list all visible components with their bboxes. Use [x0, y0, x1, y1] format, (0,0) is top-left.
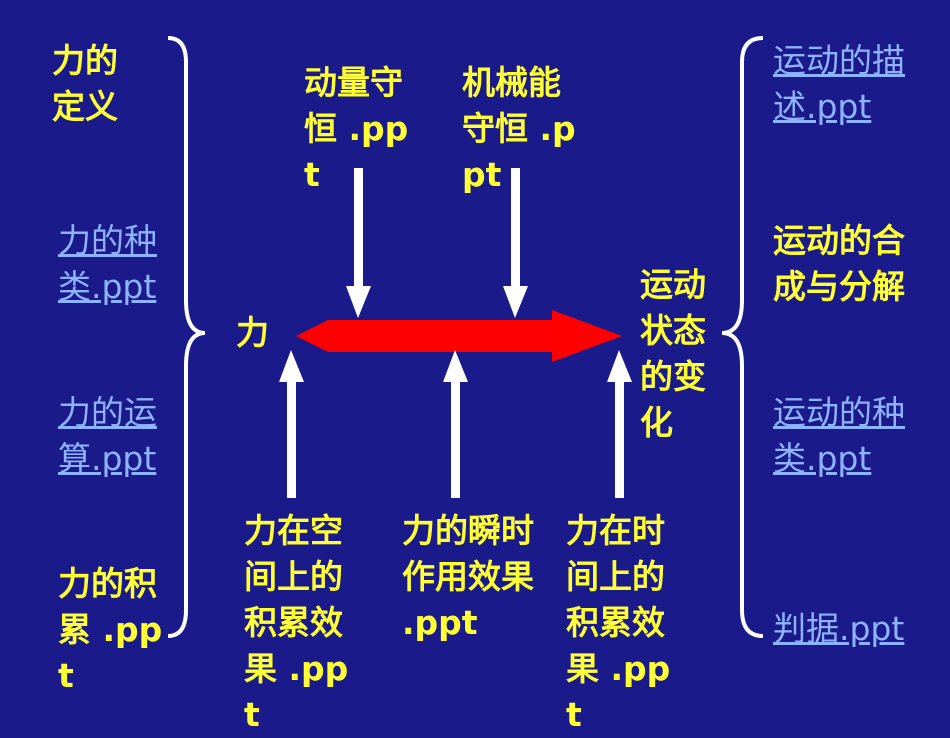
mechanical-energy-conservation-label: 机械能守恒 .ppt [462, 63, 576, 194]
momentum-conservation-label: 动量守恒 .ppt [304, 63, 409, 194]
time-accumulation-label: 力在时间上的积累效果 .ppt [566, 511, 671, 734]
left-brace [167, 36, 206, 638]
momentum-down-arrow [346, 168, 371, 318]
force-types-link[interactable]: 力的种类.ppt [58, 221, 157, 306]
time-up-arrow [607, 350, 632, 498]
space-up-arrow [279, 350, 304, 498]
instant-up-arrow [443, 350, 468, 498]
force-definition-label: 力的定义 [52, 41, 118, 126]
diagram-graphics [167, 36, 764, 638]
motion-description-link[interactable]: 运动的描述.ppt [773, 41, 905, 126]
criteria-link-suffix[interactable]: .ppt [839, 609, 905, 648]
motion-composition-label: 运动的合成与分解 [773, 221, 905, 306]
main-force-arrow [296, 310, 622, 362]
instant-effect-label: 力的瞬时作用效果 .ppt [402, 511, 534, 642]
criteria-link-prefix[interactable]: 判据 [773, 609, 839, 648]
motion-state-change-label: 运动状态的变化 [640, 265, 706, 442]
concept-diagram: 力的定义 力的种类.ppt 力的运算.ppt 力的积累 .ppt 力 动量守恒 … [52, 36, 943, 734]
motion-types-link[interactable]: 运动的种类.ppt [773, 393, 905, 478]
criteria-link-group: 判据.ppt [773, 606, 943, 652]
force-accumulation-label: 力的积累 .ppt [58, 564, 163, 695]
space-accumulation-label: 力在空间上的积累效果 .ppt [244, 511, 349, 734]
right-brace [721, 36, 764, 638]
force-operation-link[interactable]: 力的运算.ppt [58, 393, 157, 478]
energy-down-arrow [503, 168, 528, 318]
force-label: 力 [236, 313, 269, 352]
